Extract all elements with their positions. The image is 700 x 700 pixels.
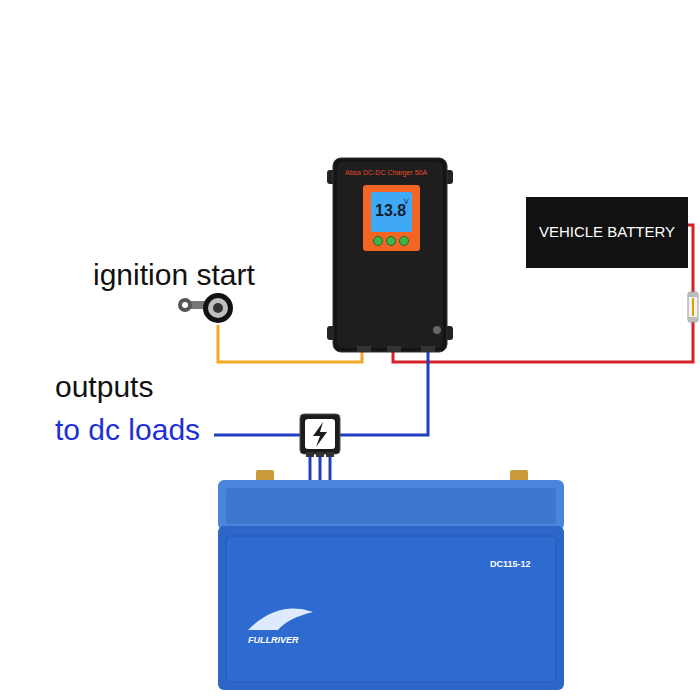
- auxiliary-battery: DC115-12FULLRIVER: [218, 480, 564, 690]
- node-text: FULLRIVER: [248, 636, 299, 646]
- node-text: V: [404, 198, 409, 206]
- vehicle-battery-box: VEHICLE BATTERY: [526, 197, 688, 268]
- wire-label: outputs: [55, 370, 153, 403]
- auxiliary-battery-shape: [218, 480, 564, 690]
- dc-dc-charger: Absa DC-DC Charger 50A 13.8V: [333, 158, 447, 352]
- ignition-switch: ignition start: [93, 258, 298, 325]
- node-text: Absa DC-DC Charger 50A: [345, 169, 427, 177]
- junction-box: [300, 414, 340, 457]
- fuse-symbol: [688, 292, 698, 322]
- node-text: VEHICLE BATTERY: [539, 224, 675, 241]
- node-text: DC115-12: [490, 560, 531, 570]
- wire-label: to dc loads: [55, 413, 200, 446]
- node-text: ignition start: [93, 258, 255, 291]
- dc-dc-charger-shape: [333, 158, 447, 352]
- node-text: 13.8: [375, 202, 406, 220]
- output-wire: [214, 434, 300, 437]
